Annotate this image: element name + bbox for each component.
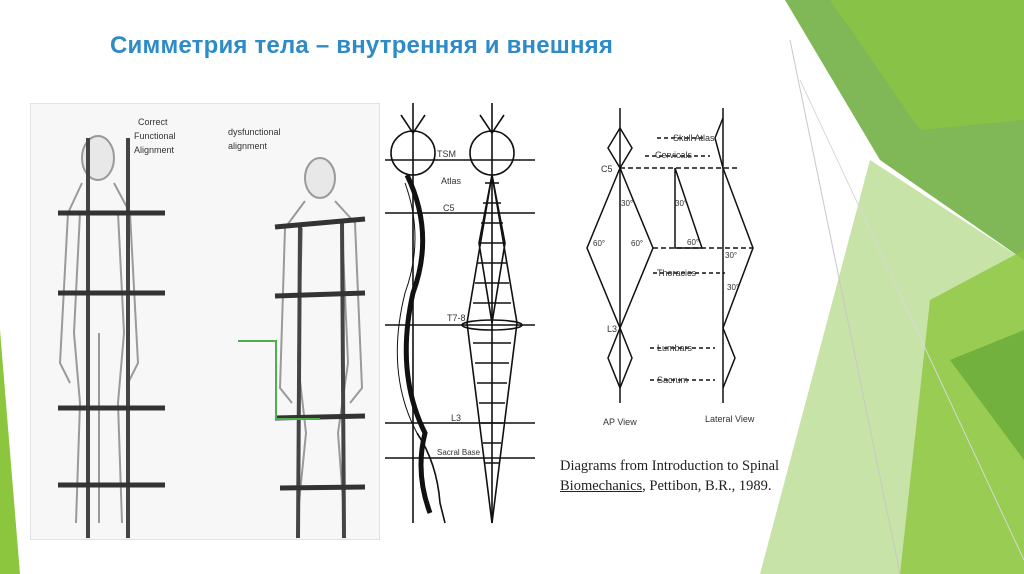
- geo-label-sacrum: Sacrum: [657, 375, 688, 385]
- geo-label-l3: L3: [607, 324, 617, 334]
- spine-diagram: TSM Atlas C5 T7-8 L3 Sacral Base: [385, 103, 535, 524]
- geo-angle-6: 30°: [727, 283, 739, 292]
- geo-label-c5: C5: [601, 164, 613, 174]
- geo-angle-4: 60°: [687, 238, 699, 247]
- caption-book-title: Biomechanics: [560, 478, 643, 494]
- geo-label-skull-atlas: Skull Atlas: [673, 133, 715, 143]
- geometric-spine-diagram: Skull Atlas Cervicals Thoracics Lumbars …: [586, 108, 755, 427]
- geo-angle-2: 60°: [631, 239, 643, 248]
- spine-label-0: TSM: [437, 149, 456, 159]
- geo-label-cervicals: Cervicals: [655, 150, 693, 160]
- label-dysfunctional-2: alignment: [228, 141, 268, 151]
- caption-citation: , Pettibon, B.R., 1989.: [642, 478, 772, 494]
- label-dysfunctional-1: dysfunctional: [228, 127, 281, 137]
- geo-label-lumbars: Lumbars: [657, 343, 693, 353]
- spine-label-4: L3: [451, 413, 461, 423]
- geo-angle-3: 30°: [675, 199, 687, 208]
- geo-angle-0: 30°: [621, 199, 633, 208]
- spine-label-5: Sacral Base: [437, 448, 481, 457]
- label-correct-2: Functional: [134, 131, 176, 141]
- label-correct-1: Correct: [138, 117, 168, 127]
- geo-angle-5: 30°: [725, 251, 737, 260]
- geo-view-lateral: Lateral View: [705, 414, 755, 424]
- caption-line-1: Diagrams from Introduction to Spinal: [560, 458, 780, 474]
- slide-title: Симметрия тела – внутренняя и внешняя: [110, 32, 614, 59]
- figure-caption: Diagrams from Introduction to Spinal Bio…: [560, 456, 800, 496]
- geo-label-thoracics: Thoracics: [657, 268, 697, 278]
- spine-label-2: C5: [443, 203, 455, 213]
- caption-line-2: Biomechanics, Pettibon, B.R., 1989.: [560, 476, 800, 496]
- geo-angle-1: 60°: [593, 239, 605, 248]
- spine-label-3: T7-8: [447, 313, 466, 323]
- spine-label-1: Atlas: [441, 176, 462, 186]
- label-correct-3: Alignment: [134, 145, 175, 155]
- geo-view-ap: AP View: [603, 417, 637, 427]
- body-alignment-figure: Correct Functional Alignment dysfunction…: [30, 103, 380, 540]
